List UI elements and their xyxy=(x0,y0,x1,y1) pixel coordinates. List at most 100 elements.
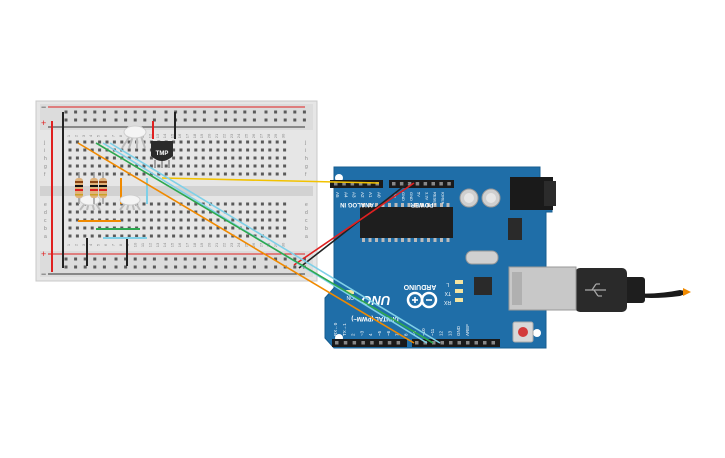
breadboard-hole[interactable] xyxy=(105,172,109,176)
rail-hole[interactable] xyxy=(252,265,256,269)
rail-hole[interactable] xyxy=(83,265,87,269)
wire-green-pin[interactable] xyxy=(95,142,434,344)
breadboard-hole[interactable] xyxy=(209,140,213,144)
breadboard-hole[interactable] xyxy=(68,156,72,160)
rail-hole[interactable] xyxy=(224,110,228,114)
header-hole[interactable] xyxy=(361,341,365,345)
breadboard-hole[interactable] xyxy=(172,172,176,176)
breadboard-hole[interactable] xyxy=(98,210,102,214)
breadboard-hole[interactable] xyxy=(260,210,264,214)
breadboard-hole[interactable] xyxy=(90,148,94,152)
breadboard-hole[interactable] xyxy=(149,234,153,238)
breadboard-hole[interactable] xyxy=(112,164,116,168)
rail-hole[interactable] xyxy=(243,110,247,114)
breadboard-hole[interactable] xyxy=(142,226,146,230)
breadboard-hole[interactable] xyxy=(186,140,190,144)
breadboard-hole[interactable] xyxy=(216,148,220,152)
rail-hole[interactable] xyxy=(274,110,278,114)
breadboard-hole[interactable] xyxy=(223,164,227,168)
rail-hole[interactable] xyxy=(193,265,197,269)
breadboard-hole[interactable] xyxy=(275,140,279,144)
rail-hole[interactable] xyxy=(293,118,297,122)
breadboard-hole[interactable] xyxy=(253,148,257,152)
rail-hole[interactable] xyxy=(64,110,68,114)
breadboard-hole[interactable] xyxy=(98,148,102,152)
breadboard-hole[interactable] xyxy=(223,210,227,214)
header-hole[interactable] xyxy=(370,341,374,345)
header-hole[interactable] xyxy=(399,182,404,186)
breadboard-hole[interactable] xyxy=(98,202,102,206)
header-hole[interactable] xyxy=(415,341,419,345)
rail-hole[interactable] xyxy=(183,118,187,122)
breadboard-hole[interactable] xyxy=(83,156,87,160)
breadboard-hole[interactable] xyxy=(75,172,79,176)
rail-hole[interactable] xyxy=(214,110,218,114)
rgb-led-top[interactable] xyxy=(121,125,147,149)
breadboard-hole[interactable] xyxy=(142,172,146,176)
breadboard-hole[interactable] xyxy=(68,202,72,206)
breadboard-hole[interactable] xyxy=(246,234,250,238)
header-hole[interactable] xyxy=(449,341,453,345)
rail-hole[interactable] xyxy=(93,265,97,269)
rail-hole[interactable] xyxy=(143,265,147,269)
rail-hole[interactable] xyxy=(243,257,247,261)
breadboard-hole[interactable] xyxy=(231,210,235,214)
rail-hole[interactable] xyxy=(252,257,256,261)
connection-wires[interactable] xyxy=(77,142,441,344)
breadboard-hole[interactable] xyxy=(283,156,287,160)
breadboard-hole[interactable] xyxy=(216,140,220,144)
breadboard-hole[interactable] xyxy=(216,172,220,176)
rail-hole[interactable] xyxy=(93,110,97,114)
rail-hole[interactable] xyxy=(64,265,68,269)
breadboard-hole[interactable] xyxy=(246,156,250,160)
rail-hole[interactable] xyxy=(93,257,97,261)
breadboard-hole[interactable] xyxy=(157,218,161,222)
breadboard-hole[interactable] xyxy=(172,156,176,160)
breadboard-hole[interactable] xyxy=(253,140,257,144)
wire-cyan-pin-2[interactable] xyxy=(109,142,441,344)
wire-yellow-a0[interactable] xyxy=(161,177,380,184)
rail-hole[interactable] xyxy=(102,265,106,269)
header-hole[interactable] xyxy=(396,341,401,345)
breadboard-hole[interactable] xyxy=(179,226,183,230)
breadboard-hole[interactable] xyxy=(120,140,124,144)
breadboard-hole[interactable] xyxy=(83,164,87,168)
breadboard-hole[interactable] xyxy=(135,210,139,214)
rail-hole[interactable] xyxy=(74,257,78,261)
header-hole[interactable] xyxy=(352,341,357,345)
breadboard-hole[interactable] xyxy=(83,234,87,238)
rail-hole[interactable] xyxy=(114,110,118,114)
breadboard-hole[interactable] xyxy=(231,156,235,160)
breadboard-hole[interactable] xyxy=(216,156,220,160)
breadboard-hole[interactable] xyxy=(268,226,272,230)
breadboard-hole[interactable] xyxy=(209,226,213,230)
breadboard-hole[interactable] xyxy=(179,210,183,214)
breadboard-hole[interactable] xyxy=(246,172,250,176)
breadboard-hole[interactable] xyxy=(253,226,257,230)
breadboard-hole[interactable] xyxy=(209,172,213,176)
breadboard-hole[interactable] xyxy=(260,218,264,222)
breadboard-hole[interactable] xyxy=(98,156,102,160)
breadboard-hole[interactable] xyxy=(194,140,198,144)
breadboard-hole[interactable] xyxy=(186,210,190,214)
header-hole[interactable] xyxy=(342,182,346,186)
rail-hole[interactable] xyxy=(193,110,197,114)
breadboard-hole[interactable] xyxy=(75,148,79,152)
breadboard-hole[interactable] xyxy=(186,148,190,152)
rail-hole[interactable] xyxy=(102,257,106,261)
breadboard-hole[interactable] xyxy=(283,226,287,230)
rail-hole[interactable] xyxy=(64,257,68,261)
breadboard-hole[interactable] xyxy=(260,172,264,176)
breadboard-hole[interactable] xyxy=(268,140,272,144)
breadboard-hole[interactable] xyxy=(186,156,190,160)
rail-hole[interactable] xyxy=(243,265,247,269)
breadboard-hole[interactable] xyxy=(120,234,124,238)
breadboard-hole[interactable] xyxy=(283,234,287,238)
breadboard-hole[interactable] xyxy=(223,234,227,238)
rail-hole[interactable] xyxy=(164,257,168,261)
breadboard-hole[interactable] xyxy=(179,156,183,160)
breadboard-hole[interactable] xyxy=(157,226,161,230)
breadboard-hole[interactable] xyxy=(120,210,124,214)
breadboard-hole[interactable] xyxy=(275,156,279,160)
breadboard-hole[interactable] xyxy=(127,148,131,152)
